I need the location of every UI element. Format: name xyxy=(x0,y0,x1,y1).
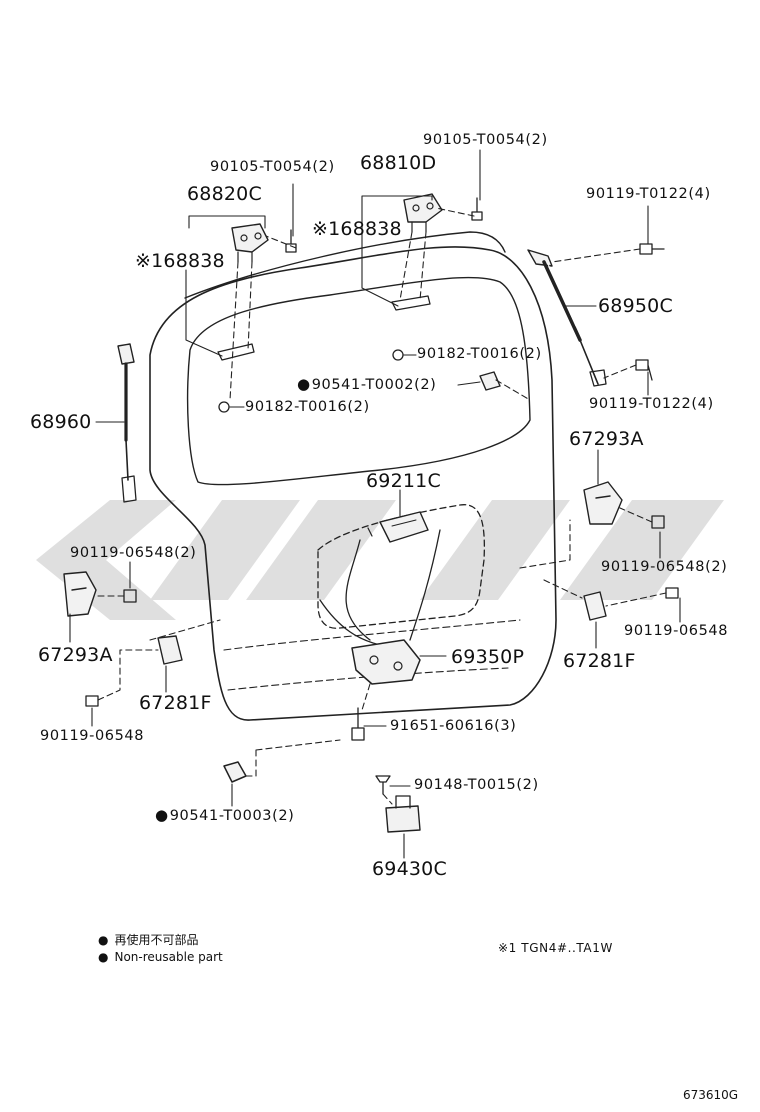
label-90541-t0003: ●90541-T0003(2) xyxy=(155,808,294,824)
legend-bullet: ● xyxy=(98,933,109,947)
lock-cable xyxy=(319,529,441,646)
legend: ● 再使用不可部品 ● Non-reusable part xyxy=(98,932,223,966)
label-91651-60616: 91651-60616(3) xyxy=(390,718,517,734)
door-lower-contour xyxy=(223,619,521,651)
door-top-edge xyxy=(184,231,506,299)
label-68810d: 68810D xyxy=(360,152,437,174)
bolt-90119-06548-right-lower xyxy=(665,587,679,599)
label-90105-right: 90105-T0054(2) xyxy=(423,132,548,148)
label-68960: 68960 xyxy=(30,411,92,433)
label-90119-t0122-top: 90119-T0122(4) xyxy=(586,186,711,202)
label-69430c: 69430C xyxy=(372,858,447,880)
screw-90148 xyxy=(375,775,391,795)
label-90182-left: 90182-T0016(2) xyxy=(245,399,370,415)
nut-90182-right xyxy=(392,349,404,361)
leader-lines xyxy=(69,149,681,859)
hinge-plate-left xyxy=(217,343,255,361)
watermark-chevron-left xyxy=(36,500,176,620)
bolt-90105-right xyxy=(471,197,483,221)
label-90541-t0002: ●90541-T0002(2) xyxy=(297,377,436,393)
door-bottom-contour xyxy=(227,667,509,691)
label-67281f-left: 67281F xyxy=(139,692,212,714)
bumper-67281f-right xyxy=(583,591,607,621)
bolt-90119-t0122-top xyxy=(639,243,665,255)
label-90119-06548-left: 90119-06548 xyxy=(40,728,145,744)
non-reusable-bullet: ● xyxy=(155,806,169,824)
label-68820c: 68820C xyxy=(187,183,262,205)
bolt-90119-06548-right-upper xyxy=(651,515,665,529)
label-90119-06548-right-2: 90119-06548(2) xyxy=(601,559,728,575)
cushion-90541-t0002 xyxy=(479,371,501,391)
label-90541-t0003-text: 90541-T0003(2) xyxy=(169,808,295,824)
cushion-90541-t0003 xyxy=(223,761,247,783)
label-68838-right: ※168838 xyxy=(312,218,402,240)
watermark-chevron-right xyxy=(560,500,724,600)
stay-right-part xyxy=(527,249,607,387)
stay-left-part xyxy=(117,343,137,503)
label-67281f-right: 67281F xyxy=(563,650,636,672)
watermark-chevron-mid2 xyxy=(246,500,396,600)
label-90105-left: 90105-T0054(2) xyxy=(210,159,335,175)
bolt-90119-t0122-bottom xyxy=(635,359,653,381)
watermark-chevron-mid3 xyxy=(420,500,570,600)
label-90119-06548-left-2: 90119-06548(2) xyxy=(70,545,197,561)
legend-text-english: Non-reusable part xyxy=(114,950,223,964)
legend-text-japanese: 再使用不可部品 xyxy=(114,933,199,947)
striker-69430c-part xyxy=(385,795,421,833)
bolt-90105-left xyxy=(285,229,297,253)
non-reusable-bullet: ● xyxy=(297,375,311,393)
figure-code: 673610G xyxy=(683,1088,739,1102)
bolt-90119-06548-left-upper xyxy=(123,589,137,603)
bolt-91651 xyxy=(351,707,365,741)
switch-69211c-part xyxy=(367,511,429,543)
legend-row-japanese: ● 再使用不可部品 xyxy=(98,932,223,949)
bumper-67281f-left xyxy=(157,635,183,665)
hinge-plate-right xyxy=(391,295,431,311)
nut-90182-left xyxy=(218,401,230,413)
lock-69350p-part xyxy=(351,639,421,685)
label-67293a-left: 67293A xyxy=(38,644,113,666)
label-90182-right: 90182-T0016(2) xyxy=(417,346,542,362)
label-69211c: 69211C xyxy=(366,470,441,492)
label-69350p: 69350P xyxy=(451,646,525,668)
dashed-guide-lines xyxy=(95,207,667,805)
label-90541-t0002-text: 90541-T0002(2) xyxy=(311,377,437,393)
door-outer-outline xyxy=(149,246,557,721)
bumper-67293a-right xyxy=(583,481,623,525)
bolt-90119-06548-left-lower xyxy=(85,695,99,707)
bumper-67293a-left xyxy=(63,571,97,617)
legend-bullet: ● xyxy=(98,950,109,964)
model-footnote: ※1 TGN4#..TA1W xyxy=(498,941,613,955)
label-67293a-right: 67293A xyxy=(569,428,644,450)
label-90119-t0122-bottom: 90119-T0122(4) xyxy=(589,396,714,412)
legend-row-english: ● Non-reusable part xyxy=(98,949,223,966)
label-68950c: 68950C xyxy=(598,295,673,317)
hinge-left-part xyxy=(231,223,269,263)
hinge-right-part xyxy=(403,193,443,233)
door-window-outline xyxy=(186,276,531,486)
label-90119-06548-right: 90119-06548 xyxy=(624,623,729,639)
label-90148-t0015: 90148-T0015(2) xyxy=(414,777,539,793)
label-68838-left: ※168838 xyxy=(135,250,225,272)
watermark-logo xyxy=(36,500,724,620)
watermark-chevron-mid1 xyxy=(150,500,300,600)
